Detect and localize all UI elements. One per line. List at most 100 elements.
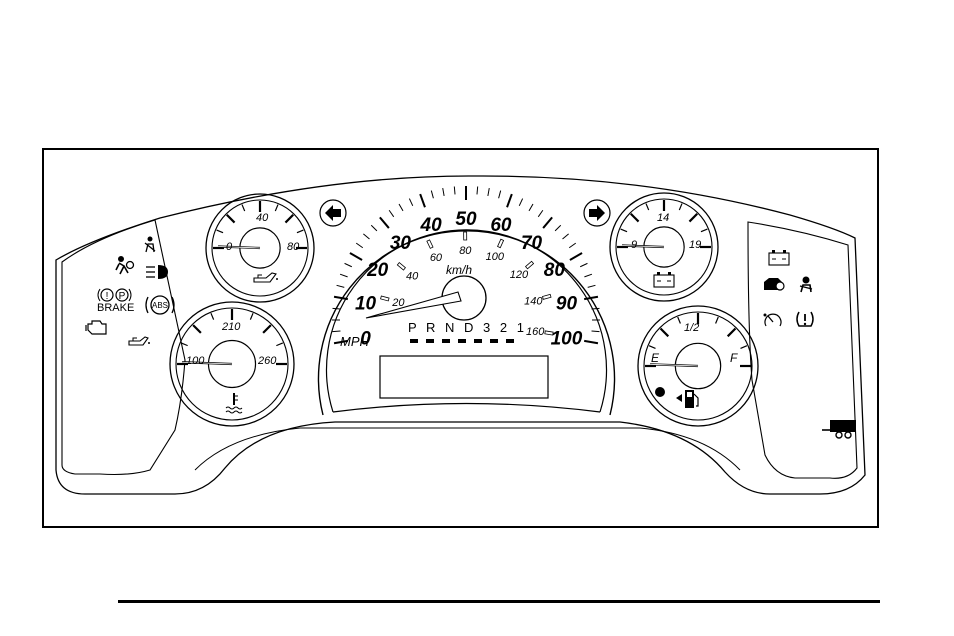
gauge-tick: [225, 213, 236, 224]
speedometer-tick: [333, 339, 348, 345]
speedometer-tick: [506, 193, 513, 208]
cruise-icon: [763, 313, 782, 327]
speedometer-tick: [476, 186, 479, 195]
seatbelt-icon: [144, 236, 156, 253]
gauge-tick: [274, 204, 279, 212]
speedometer-tick: [569, 252, 583, 261]
speedometer-tick: [363, 233, 370, 240]
gauge-tick: [249, 312, 254, 320]
brake-warning-icon: ! P: [97, 288, 132, 302]
speedometer-tick: [584, 273, 593, 278]
gauge-tick: [296, 229, 304, 234]
speedometer-tick: [487, 187, 490, 197]
speedometer-base: [332, 402, 601, 413]
speedometer-tick: [579, 262, 588, 268]
mph-tick-label: 80: [544, 260, 566, 281]
gauge-tick: [740, 345, 748, 349]
svg-text:P: P: [119, 291, 126, 302]
volt-gauge-max-label: 19: [689, 239, 701, 251]
kmh-tick: [463, 231, 468, 241]
gear-selector-labels: P R N D 3 2 1: [408, 320, 527, 335]
mph-tick-label: 10: [355, 293, 377, 314]
gear-indicator-dashes: [410, 339, 514, 343]
kmh-tick-label: 20: [391, 297, 405, 309]
speedometer-tick: [430, 190, 434, 199]
speedometer-tick: [355, 242, 364, 249]
engine-icon: [85, 320, 107, 335]
mph-tick-label: 100: [551, 329, 583, 350]
kmh-tick-label: 140: [524, 296, 543, 308]
voltmeter-gauge: [609, 192, 719, 302]
oil-gauge-mid-label: 40: [256, 212, 269, 224]
brake-label: BRAKE: [97, 302, 134, 314]
left-arrow-icon: [319, 199, 347, 227]
battery-icon: [653, 272, 675, 288]
speedometer-tick: [333, 295, 348, 301]
speedometer-tick: [339, 273, 348, 278]
temp-gauge-max-label: 260: [257, 355, 277, 367]
lower-visor-line: [194, 427, 741, 471]
gauge-tick: [677, 316, 681, 324]
gauge-tick: [192, 324, 202, 334]
speedometer-tick: [498, 190, 502, 199]
kmh-tick: [380, 295, 390, 302]
speedometer-tick: [453, 186, 456, 195]
gauge-tick: [241, 204, 246, 212]
speedometer-tick: [408, 198, 414, 207]
kmh-tick: [542, 293, 552, 300]
kmh-tick: [396, 262, 406, 271]
gauge-tick: [284, 213, 295, 224]
temp-gauge-min-label: 100: [186, 355, 205, 367]
gauge-tick: [180, 342, 188, 347]
kmh-tick: [497, 238, 505, 249]
kmh-tick-label: 40: [406, 270, 419, 282]
speedometer-tick: [336, 284, 345, 288]
mph-tick-label: 50: [455, 209, 477, 230]
low-fuel-indicator: [655, 387, 665, 397]
mph-tick-label: 90: [556, 293, 578, 314]
fuel-gauge-full-label: F: [730, 351, 738, 365]
oil-can-icon: [128, 336, 150, 346]
odometer-display: [379, 355, 549, 399]
kmh-tick-label: 100: [486, 251, 505, 263]
coolant-temp-icon: [225, 393, 243, 414]
kmh-tick-label: 60: [430, 252, 443, 264]
gauge-needle-highlight: [622, 245, 665, 248]
speedometer-tick: [537, 209, 544, 218]
battery-icon: [768, 250, 790, 266]
kmh-tick: [524, 260, 535, 270]
headlamp-icon: [146, 265, 168, 279]
speedometer-tick: [584, 339, 599, 345]
fuel-gauge: [637, 305, 759, 427]
cluster-housing-outer: [55, 175, 866, 495]
gauge-tick: [645, 203, 650, 211]
speedometer-tick: [587, 284, 596, 288]
kmh-tick-label: 80: [459, 245, 472, 257]
mph-tick-label: 70: [521, 233, 543, 254]
svg-text:!: !: [106, 291, 109, 302]
kmh-unit-label: km/h: [446, 263, 472, 277]
volt-gauge-min-label: 9: [631, 239, 637, 251]
kmh-tick: [544, 330, 554, 336]
gauge-tick: [726, 327, 737, 338]
mph-tick-label: 20: [366, 260, 389, 281]
speedometer-tick: [370, 224, 378, 232]
gauge-needle-highlight: [182, 361, 233, 365]
oil-can-icon: [253, 272, 278, 283]
speedometer-tick: [528, 203, 534, 212]
trailer-icon: [822, 420, 856, 439]
speedometer-tick: [568, 242, 577, 249]
gauge-tick: [678, 203, 683, 211]
speedometer-tick-marks: [332, 186, 600, 345]
tire-pressure-icon: [796, 311, 814, 327]
door-ajar-icon: [799, 276, 813, 293]
speedometer-tick: [419, 193, 426, 208]
temp-gauge-mid-label: 210: [221, 321, 241, 333]
speedometer-tick: [332, 330, 341, 333]
kmh-tick-label: 160: [526, 326, 545, 338]
abs-label: ABS: [152, 301, 168, 310]
speedometer-tick: [442, 187, 445, 197]
